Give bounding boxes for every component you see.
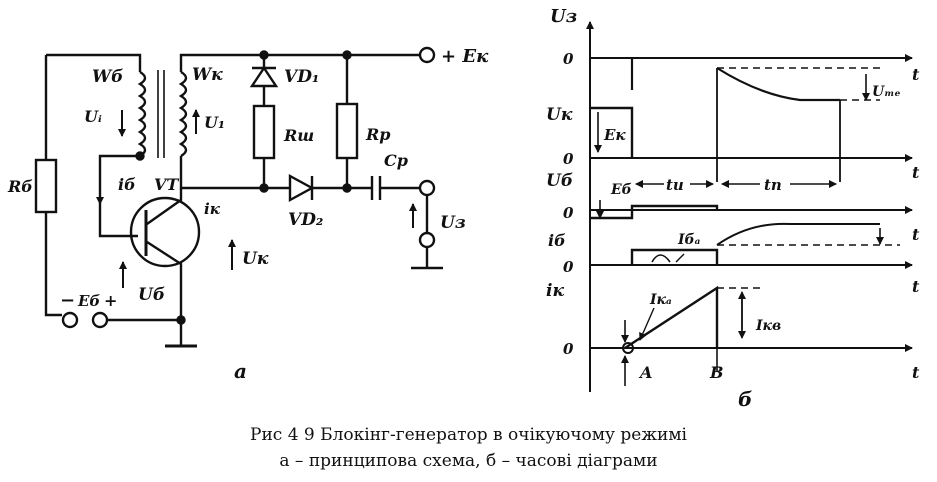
- label-output-voltage: Uз: [440, 213, 466, 233]
- terminal-bias-plus: [91, 311, 109, 329]
- label-voltage-base-winding: Uᵢ: [84, 107, 102, 126]
- terminal-output: [418, 179, 436, 197]
- label-t-u3: t: [912, 65, 920, 84]
- label-e-b: Eб: [610, 182, 632, 198]
- transformer-core: [157, 70, 165, 158]
- resistor-load-body: [335, 102, 359, 160]
- label-t-ub: t: [912, 225, 920, 244]
- label-transistor: VT: [154, 175, 179, 194]
- label-zero-ik: 0: [563, 340, 574, 358]
- label-zero-u3: 0: [563, 50, 574, 68]
- label-point-a: A: [638, 363, 652, 382]
- resistor-shunt-body: [252, 104, 276, 160]
- caption-line-1: Рис 4 9 Блокінг-генератор в очікуючому р…: [250, 425, 687, 445]
- transistor-emitter: [146, 240, 183, 320]
- label-resistor-shunt: Rш: [283, 126, 314, 145]
- wire-left-top: [44, 53, 142, 160]
- label-diode-2: VD₂: [288, 210, 323, 230]
- wire-base-winding-bottom: [98, 154, 140, 238]
- label-subfigure-a: а: [234, 359, 247, 383]
- label-t-ik-axis: t: [912, 363, 920, 382]
- label-i-b-peak: Iбₐ: [677, 232, 701, 248]
- label-supply: + Eк: [441, 46, 489, 67]
- trace-u3-decay: [716, 67, 840, 102]
- label-bias-source: Eб: [77, 292, 100, 310]
- label-zero-uk: 0: [563, 150, 574, 168]
- label-t-p: tп: [764, 176, 782, 194]
- wire-bias-plus: [107, 318, 183, 346]
- trace-ib-recovery: [716, 222, 880, 246]
- label-u-m: Uₘₑ: [872, 84, 901, 100]
- label-voltage-collector-winding: U₁: [204, 113, 225, 132]
- label-zero-ub: 0: [563, 204, 574, 222]
- marker-ik-peak: [639, 307, 655, 341]
- trace-ib: [630, 248, 719, 265]
- transistor-collector: [146, 188, 183, 225]
- resistor-base-body: [34, 158, 58, 214]
- trace-uk: [590, 106, 634, 158]
- label-axis-ib: iб: [548, 231, 566, 250]
- label-axis-ik: iк: [546, 281, 564, 301]
- label-i-k-peak: Iкₐ: [649, 292, 672, 308]
- timing-diagrams: [586, 21, 913, 392]
- label-bias-minus: −: [60, 290, 75, 311]
- wire-top-rail: [179, 53, 420, 72]
- wire-collector-node: [179, 156, 290, 190]
- terminal-bias-minus: [61, 311, 79, 329]
- label-voltage-base: Uб: [138, 285, 165, 305]
- capacitor-symbol: [370, 176, 420, 200]
- diode-1-symbol: [249, 55, 279, 106]
- label-zero-ib: 0: [563, 258, 574, 276]
- label-subfigure-b: б: [738, 387, 752, 411]
- label-axis-ub: Uб: [546, 171, 573, 191]
- label-current-collector: iк: [204, 200, 221, 218]
- terminal-output-ground: [418, 231, 436, 249]
- label-axis-u3: Uз: [550, 6, 577, 27]
- label-resistor-load: Rр: [365, 125, 390, 144]
- label-voltage-collector: Uк: [242, 249, 269, 269]
- winding-base-coil: [137, 70, 147, 158]
- winding-collector-coil: [178, 70, 188, 158]
- label-diode-1: VD₁: [284, 67, 319, 87]
- diode-2-symbol: [288, 173, 372, 203]
- label-t-uk: t: [912, 163, 920, 182]
- caption-line-2: а – принципова схема, б – часові діаграм…: [279, 451, 658, 471]
- terminal-supply: [418, 46, 436, 64]
- wire-left-bottom: [44, 212, 62, 317]
- label-i-kv: Iкв: [755, 318, 781, 334]
- label-winding-collector: Wк: [192, 65, 223, 85]
- schematic: [34, 46, 443, 348]
- label-point-b: B: [709, 363, 724, 382]
- label-bias-plus: +: [104, 291, 117, 310]
- marker-ib-peak: [675, 253, 685, 263]
- label-axis-uk: Uк: [546, 105, 573, 125]
- label-winding-base: Wб: [92, 67, 123, 87]
- label-e-k: Eк: [603, 126, 626, 144]
- label-resistor-base: Rб: [7, 177, 33, 196]
- label-current-base: iб: [118, 175, 136, 194]
- label-t-i: tи: [666, 176, 684, 194]
- transistor-body: [129, 196, 201, 268]
- label-capacitor: Cр: [384, 151, 408, 170]
- trace-ub: [590, 204, 719, 220]
- label-t-ik: t: [912, 277, 920, 296]
